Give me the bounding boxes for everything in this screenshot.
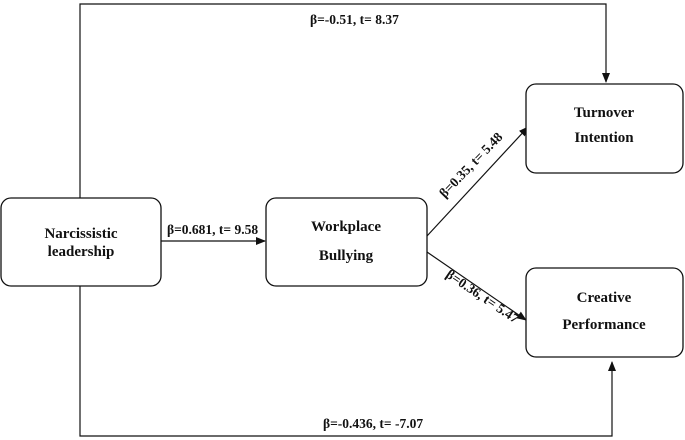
arrow-narcissistic-to-creative <box>79 286 616 437</box>
arrow-bullying-to-creative <box>426 251 527 321</box>
node-narcissistic-label-line2: leadership <box>48 244 115 260</box>
node-turnover-intention: Turnover Intention <box>525 83 684 174</box>
arrow-bullying-to-turnover <box>426 126 529 237</box>
node-workplace-bullying: Workplace Bullying <box>265 197 428 287</box>
node-bullying-label-line2: Bullying <box>319 248 374 264</box>
node-turnover-label-line1: Turnover <box>574 105 635 121</box>
edge-label-narcissistic-to-creative: β=-0.436, t= -7.07 <box>323 416 423 431</box>
arrow-narcissistic-to-turnover <box>79 3 610 198</box>
node-creative-label-line2: Performance <box>562 317 646 333</box>
node-narcissistic-label-line1: Narcissistic <box>44 226 117 242</box>
node-turnover-label-line2: Intention <box>574 130 634 146</box>
node-creative-performance: Creative Performance <box>525 267 684 358</box>
edge-label-bullying-to-creative: β=0.36, t= 5.47 <box>443 266 522 326</box>
node-creative-label-line1: Creative <box>577 290 632 306</box>
node-bullying-label-line1: Workplace <box>311 219 381 235</box>
node-narcissistic-leadership: Narcissistic leadership <box>0 197 162 287</box>
edge-label-narcissistic-to-turnover: β=-0.51, t= 8.37 <box>310 12 399 27</box>
edge-label-narcissistic-to-bullying: β=0.681, t= 9.58 <box>167 222 258 237</box>
edge-label-bullying-to-turnover: β=0.35, t= 5.48 <box>436 129 506 200</box>
